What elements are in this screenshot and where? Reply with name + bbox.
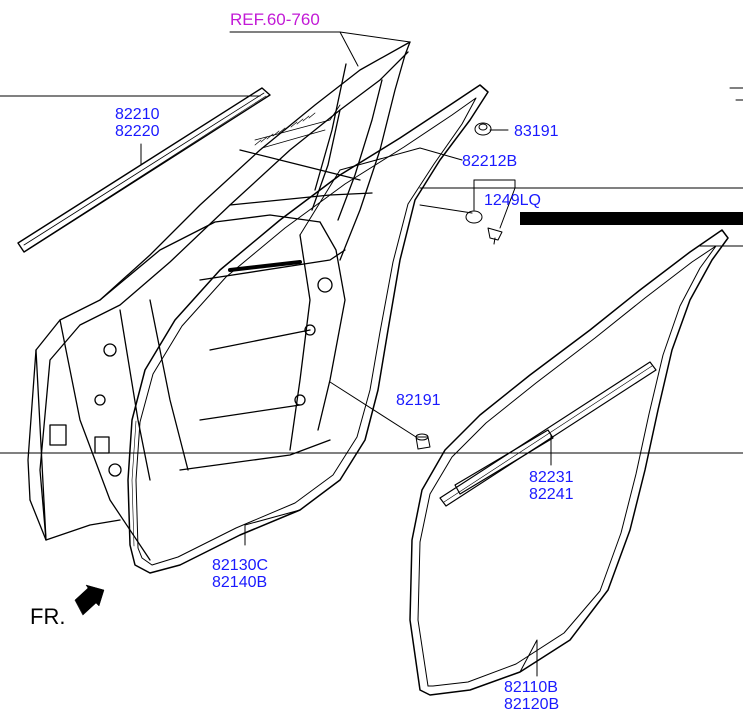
part-number: 83191 [514,123,559,140]
weatherstrip-pad [465,210,483,224]
grommet [474,122,492,136]
part-number: 82140B [212,574,268,591]
glass-run-hatch [254,112,316,146]
part-number: 82231 [529,469,574,486]
part-number: 82120B [504,696,560,713]
callout-belt-inner[interactable]: 82231 82241 [529,469,574,503]
part-number: 82220 [115,123,160,140]
screw [487,227,503,245]
plug [415,433,431,450]
part-number: 82212B [462,153,518,170]
direction-label: FR. [30,604,66,629]
callout-weatherstrip-pad[interactable]: 82212B [462,153,517,170]
callout-body-side-seal[interactable]: 82110B 82120B [504,679,559,713]
body-side-seal [409,229,729,696]
belt-outer-moulding [17,87,271,253]
part-number: 82210 [115,106,160,123]
callout-plug[interactable]: 82191 [396,392,441,409]
door-frame [27,41,411,561]
callout-door-side-seal[interactable]: 82130C 82140B [212,557,268,591]
part-number: 82130C [212,557,269,574]
callout-belt-outer[interactable]: 82210 82220 [115,106,160,140]
callout-grommet[interactable]: 83191 [514,123,559,140]
leader-lines [0,31,743,677]
callout-screw[interactable]: 1249LQ [484,192,541,209]
part-number: 82191 [396,392,441,409]
part-number: 1249LQ [484,192,541,209]
part-number: 82110B [504,679,558,696]
door-side-seal [127,84,489,574]
arrow-down-left-icon [74,584,105,616]
part-number: 82241 [529,486,574,503]
belt-inner-strip [439,361,657,507]
reference-label[interactable]: REF.60-760 [230,10,320,29]
